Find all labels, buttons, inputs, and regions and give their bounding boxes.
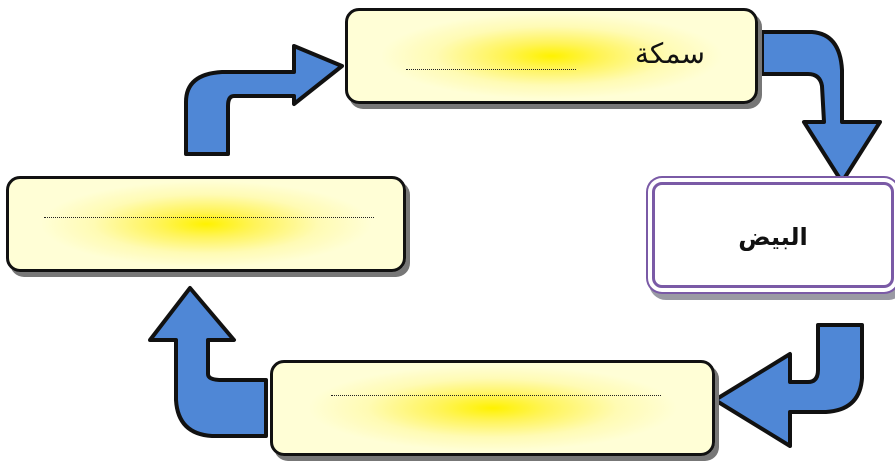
- arrow-egg-to-bottom: [713, 323, 864, 448]
- arrow-bottom-to-left: [148, 286, 268, 438]
- stage-label-eggs: البيض: [738, 223, 808, 251]
- stage-label-fish: سمكة: [634, 37, 705, 70]
- stage-box-blank-left: [6, 176, 406, 272]
- stage-box-eggs: البيض: [652, 182, 894, 288]
- blank-line-bottom[interactable]: [331, 395, 661, 396]
- arrow-top-to-egg: [760, 30, 882, 184]
- arrow-left-to-top: [184, 44, 344, 156]
- stage-box-blank-bottom: [270, 360, 715, 456]
- blank-line-left[interactable]: [44, 217, 374, 218]
- stage-box-fish: سمكة: [345, 8, 758, 104]
- blank-line-fish[interactable]: [406, 69, 576, 70]
